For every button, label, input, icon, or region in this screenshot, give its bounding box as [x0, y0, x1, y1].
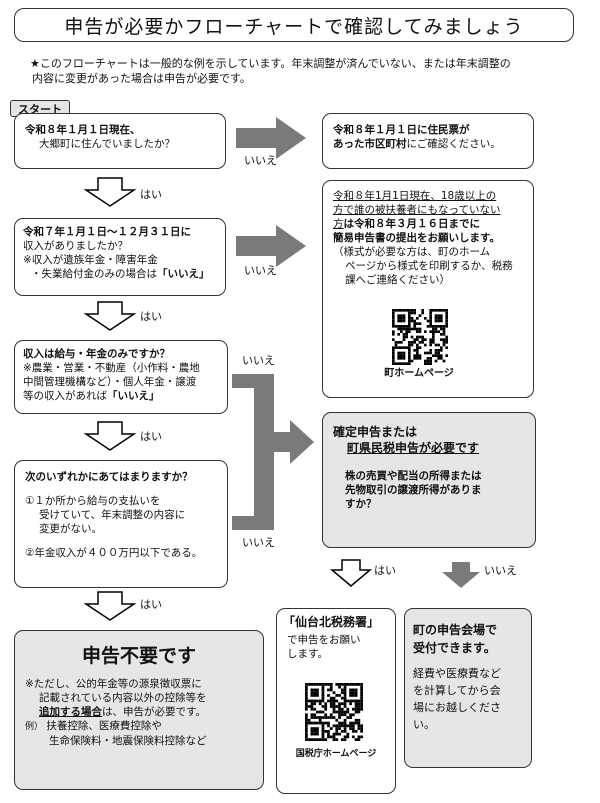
town-line-1: 経費や医療費など: [413, 667, 501, 680]
q2-line-4: ・失業給付金のみの場合は「いいえ」: [23, 267, 217, 281]
question-3-box: 収入は給与・年金のみですか？ ※農業・営業・不動産（小作料・農地 中間管理機構な…: [14, 340, 228, 414]
town-heading-1: 町の申告会場で: [413, 623, 498, 637]
label-yes-5: はい: [374, 564, 396, 577]
q2-line-4-emphasis: 「いいえ」: [157, 268, 210, 280]
q4-item-2: ②年金収入が４００万円以下である。: [25, 547, 203, 559]
no-filing-line-5: 生命保険料・地震保険料控除など: [49, 735, 207, 747]
r2-line-1: 令和８年1月1日現在、18歳以上の: [333, 190, 497, 202]
note-line-1: ★このフローチャートは一般的な例を示しています。年末調整が済んでいない、または年…: [30, 57, 511, 70]
q3-line-4-emphasis: 「いいえ」: [107, 390, 160, 402]
no-filing-line-3: 追加する場合は、申告が必要です。: [25, 705, 253, 719]
town-heading-2: 受付できます。: [413, 641, 496, 655]
q3-line-3: 中間管理機構など）・個人年金・譲渡: [23, 376, 197, 388]
arrow-right-q2: [236, 225, 306, 267]
sendai-tax-office-box: 「仙台北税務署」 で申告をお願い します。 国税庁ホームページ: [276, 608, 396, 794]
no-filing-heading: 申告不要です: [81, 645, 196, 667]
q2-line-4-text: ・失業給付金のみの場合は: [31, 268, 157, 280]
arrow-down-yes-5: [329, 559, 373, 587]
r3-heading-2: 町県民税申告が必要です: [347, 441, 480, 455]
q4-item-1-line-2: 受けていて、年末調整の内容に: [39, 509, 186, 521]
no-filing-emphasis: 追加する場合: [39, 706, 102, 718]
town-homepage-qr-caption: 町ホームページ: [384, 368, 454, 379]
sendai-line-2: します。: [287, 648, 328, 660]
r2-line-3-underlined: 方: [333, 218, 344, 230]
r2-line-3-text: は令和８年３月１６日までに: [343, 218, 481, 230]
q2-line-1: 令和７年１月１日～１２月３１日に: [23, 226, 191, 238]
label-yes-4: はい: [140, 598, 162, 611]
no-filing-needed-box: 申告不要です ※ただし、公的年金等の源泉徴収票に 記載されている内容以外の控除等…: [14, 630, 264, 790]
example-prefix: 例）: [25, 722, 44, 732]
r1-line-1: 令和８年１月１日に住民票が: [333, 124, 470, 136]
label-no-5: いいえ: [484, 564, 517, 577]
question-1-box: 令和８年１月１日現在、 大郷町に住んでいましたか？: [14, 113, 226, 169]
label-no-3: いいえ: [242, 354, 275, 367]
r2-line-4: 簡易申告書の提出をお願いします。: [333, 232, 500, 244]
label-yes-1: はい: [140, 188, 162, 201]
q4-item-1-line-1: ①１か所から給与の支払いを: [25, 495, 161, 507]
r3-heading-1: 確定申告または: [333, 425, 418, 439]
no-filing-line-4: 例） 扶養控除、医療費控除や: [25, 719, 253, 734]
label-yes-3: はい: [140, 430, 162, 443]
no-filing-line-3-text: は、申告が必要です。: [102, 706, 206, 718]
start-label: スタート: [18, 102, 62, 116]
town-venue-box: 町の申告会場で 受付できます。 経費や医療費など を計算してから会 場にお越しく…: [404, 608, 532, 768]
question-4-box: 次のいずれかにあてはまりますか？ ①１か所から給与の支払いを 受けていて、年末調…: [14, 460, 228, 588]
nta-homepage-qr-caption: 国税庁ホームページ: [295, 749, 377, 759]
arrow-down-yes-2: [83, 301, 137, 331]
page-title: 申告が必要かフローチャートで確認してみましょう: [14, 8, 574, 42]
label-yes-2: はい: [140, 310, 162, 323]
r3-question-line-2: 先物取引の譲渡所得がありま: [345, 484, 482, 496]
nta-homepage-qr-code[interactable]: [305, 681, 363, 743]
r2-line-6: ページから様式を印刷するか、税務: [345, 260, 513, 272]
question-2-box: 令和７年１月１日～１２月３１日に 収入がありましたか？ ※収入が遺族年金・障害年…: [14, 218, 226, 296]
sendai-line-1: で申告をお願い: [287, 634, 361, 646]
q2-line-3: ※収入が遺族年金・障害年金: [23, 254, 158, 266]
town-line-4: い。: [413, 718, 435, 731]
r1-emphasis: あった市区町村: [333, 138, 407, 150]
q3-line-1: 収入は給与・年金のみですか？: [23, 348, 170, 360]
arrow-down-yes-1: [83, 177, 137, 207]
r1-line-2-text: にご確認ください。: [406, 138, 501, 150]
no-filing-line-4-text: 扶養控除、医療費控除や: [46, 720, 162, 732]
q4-item-1-line-3: 変更がない。: [39, 523, 102, 535]
r3-question-line-1: 株の売買や配当の所得または: [345, 470, 482, 482]
result-filing-required-box: 確定申告または 町県民税申告が必要です 株の売買や配当の所得または 先物取引の譲…: [322, 412, 536, 548]
intro-note: ★このフローチャートは一般的な例を示しています。年末調整が済んでいない、または年…: [30, 56, 586, 86]
r2-line-3: 方は令和８年３月１６日までに: [333, 217, 523, 231]
r2-line-2: 方で誰の被扶養者にもなっていない: [333, 204, 501, 216]
result-simple-declaration-box: 令和８年1月1日現在、18歳以上の 方で誰の被扶養者にもなっていない 方は令和８…: [322, 180, 534, 398]
r2-line-5: （様式が必要な方は、町のホーム: [333, 246, 491, 258]
r2-line-7: 課へご連絡ください）: [345, 274, 450, 286]
q1-line-2: 大郷町に住んでいましたか？: [39, 138, 175, 150]
sendai-title: 「仙台北税務署」: [283, 615, 380, 629]
q4-line-1: 次のいずれかにあてはまりますか？: [25, 471, 193, 483]
note-line-2: 内容に変更があった場合は申告が必要です。: [32, 72, 251, 85]
no-filing-line-1: ※ただし、公的年金等の源泉徴収票に: [25, 678, 202, 690]
arrow-down-yes-4: [83, 591, 137, 621]
q3-line-4-text: 等の収入があれば: [23, 390, 107, 402]
r3-question-line-3: すか？: [345, 498, 377, 510]
town-line-2: を計算してから会: [413, 684, 501, 697]
page-title-text: 申告が必要かフローチャートで確認してみましょう: [64, 15, 524, 38]
town-line-3: 場にお越しくださ: [413, 701, 501, 714]
arrow-right-to-r3: [274, 420, 314, 464]
town-homepage-qr-code[interactable]: [385, 309, 455, 365]
label-no-4: いいえ: [242, 536, 275, 549]
label-no-2: いいえ: [244, 264, 277, 277]
q2-line-2: 収入がありましたか？: [23, 240, 128, 252]
result-residence-box: 令和８年１月１日に住民票が あった市区町村にご確認ください。: [322, 113, 534, 169]
no-filing-line-2: 記載されている内容以外の控除等を: [39, 692, 207, 704]
q3-line-2: ※農業・営業・不動産（小作料・農地: [23, 362, 200, 374]
q1-line-1: 令和８年１月１日現在、: [25, 124, 141, 136]
arrow-down-no-gray: [442, 562, 480, 588]
label-no-1: いいえ: [244, 154, 277, 167]
bracket-connector: [232, 374, 274, 530]
r1-line-2: あった市区町村にご確認ください。: [333, 137, 523, 151]
q3-line-4: 等の収入があれば「いいえ」: [23, 389, 219, 403]
arrow-down-yes-3: [83, 421, 137, 451]
